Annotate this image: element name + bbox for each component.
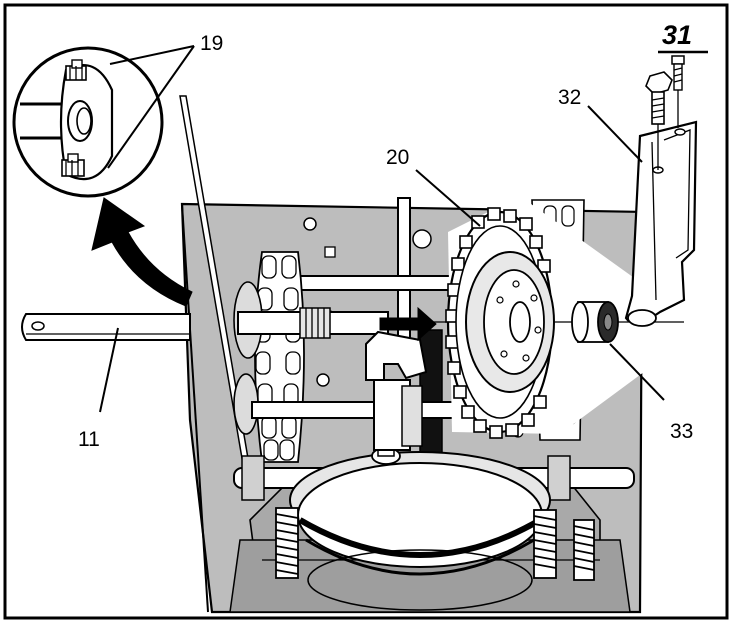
lower-shaft bbox=[251, 401, 463, 419]
spline-shaft bbox=[237, 307, 389, 339]
figure-number: 31 bbox=[662, 20, 692, 50]
sprocket-20 bbox=[445, 207, 555, 439]
pulley-disc bbox=[289, 451, 551, 611]
spring-left bbox=[275, 507, 299, 579]
lever-11 bbox=[21, 313, 191, 341]
detail-inset-19 bbox=[12, 46, 164, 198]
direction-arrow bbox=[379, 306, 437, 342]
drive-chain-left bbox=[233, 251, 305, 463]
callout-33: 33 bbox=[670, 420, 693, 443]
bolt-centerlines bbox=[657, 90, 679, 170]
curved-arrow bbox=[91, 197, 193, 307]
spring-right bbox=[533, 509, 557, 579]
callout-11: 11 bbox=[78, 428, 100, 451]
spring-far-right bbox=[573, 519, 595, 581]
shift-bracket bbox=[373, 379, 423, 451]
bracket-32 bbox=[624, 120, 698, 327]
spacer-33 bbox=[571, 301, 619, 343]
bolt-hex bbox=[645, 71, 673, 125]
bolt-screw bbox=[671, 55, 685, 91]
callout-32: 32 bbox=[558, 86, 581, 109]
leader-lines bbox=[99, 45, 665, 413]
callout-20: 20 bbox=[386, 146, 409, 169]
callout-19: 19 bbox=[200, 32, 223, 55]
shift-fork bbox=[365, 330, 428, 381]
